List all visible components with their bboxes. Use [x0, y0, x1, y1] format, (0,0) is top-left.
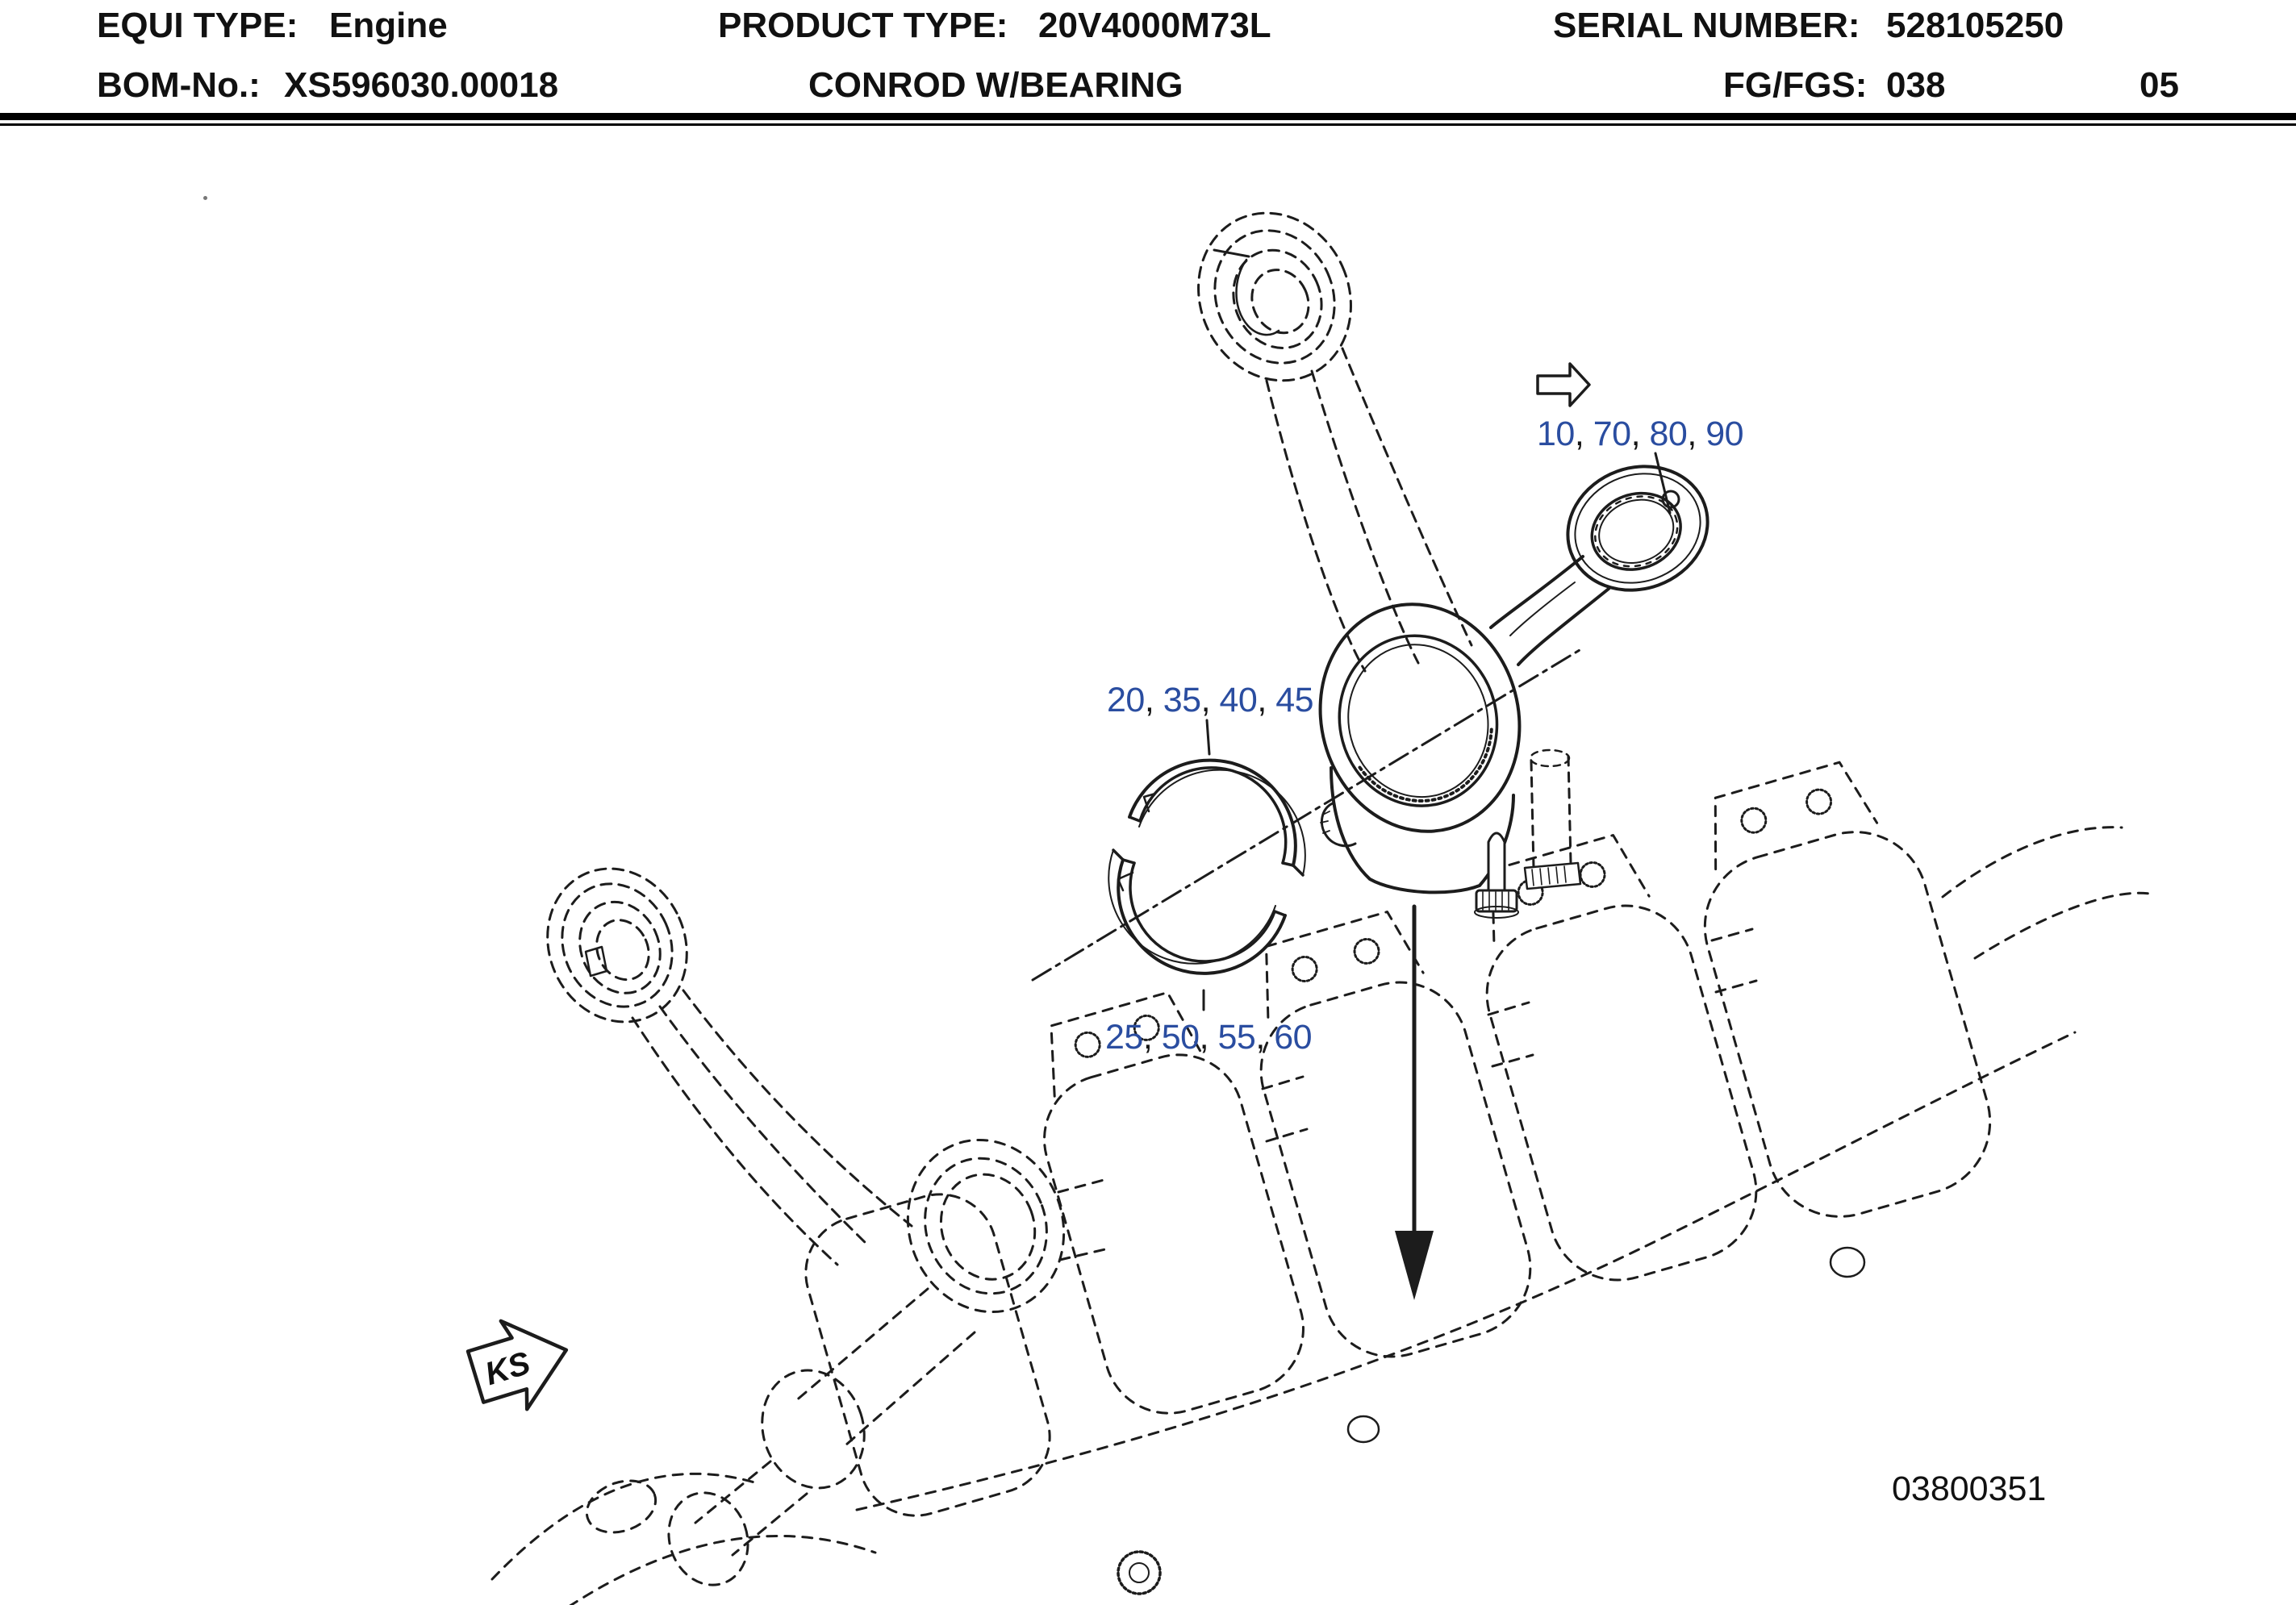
page-number: 05 — [2139, 65, 2179, 105]
fg-fgs-value: 038 — [1886, 65, 1946, 105]
drawing-number: 03800351 — [1892, 1470, 2047, 1508]
conrod-ghost-left — [546, 867, 913, 1266]
serial-number-label: SERIAL NUMBER: — [1553, 6, 1860, 45]
product-type-value: 20V4000M73L — [1038, 6, 1271, 45]
page-title: CONROD W/BEARING — [808, 65, 1183, 105]
conrod-ghost-top — [1197, 211, 1473, 673]
equi-type-label: EQUI TYPE: — [97, 6, 298, 45]
product-type-label: PRODUCT TYPE: — [718, 6, 1008, 45]
down-arrow-icon — [1395, 904, 1434, 1300]
pin-callout-leader-line — [1654, 452, 1672, 515]
bearing-shell-lower — [1108, 848, 1287, 975]
bearing-shell-upper — [1128, 758, 1306, 877]
ks-direction-arrow-icon: KS — [465, 1319, 569, 1411]
upper-bearing-leader-line — [1205, 719, 1211, 756]
conrod-main — [1318, 465, 1709, 919]
header-divider — [0, 113, 2296, 126]
bom-number-value: XS596030.00018 — [284, 65, 559, 105]
crankpin-centerline — [1031, 648, 1581, 982]
crankshaft-ghost — [491, 761, 2151, 1605]
block-arrow-right-icon — [1536, 362, 1591, 407]
equi-type-value: Engine — [329, 6, 448, 45]
callout-upper-bearing-group[interactable]: 20, 35, 40, 45 — [1107, 681, 1314, 719]
bom-number-label: BOM-No.: — [97, 65, 261, 105]
callout-lower-bearing-group[interactable]: 25, 50, 55, 60 — [1105, 1018, 1313, 1057]
fg-fgs-label: FG/FGS: — [1723, 65, 1868, 105]
callout-pin-group[interactable]: 10, 70, 80, 90 — [1537, 415, 1744, 453]
serial-number-value: 528105250 — [1886, 6, 2064, 45]
print-artifact-dot — [203, 196, 207, 200]
